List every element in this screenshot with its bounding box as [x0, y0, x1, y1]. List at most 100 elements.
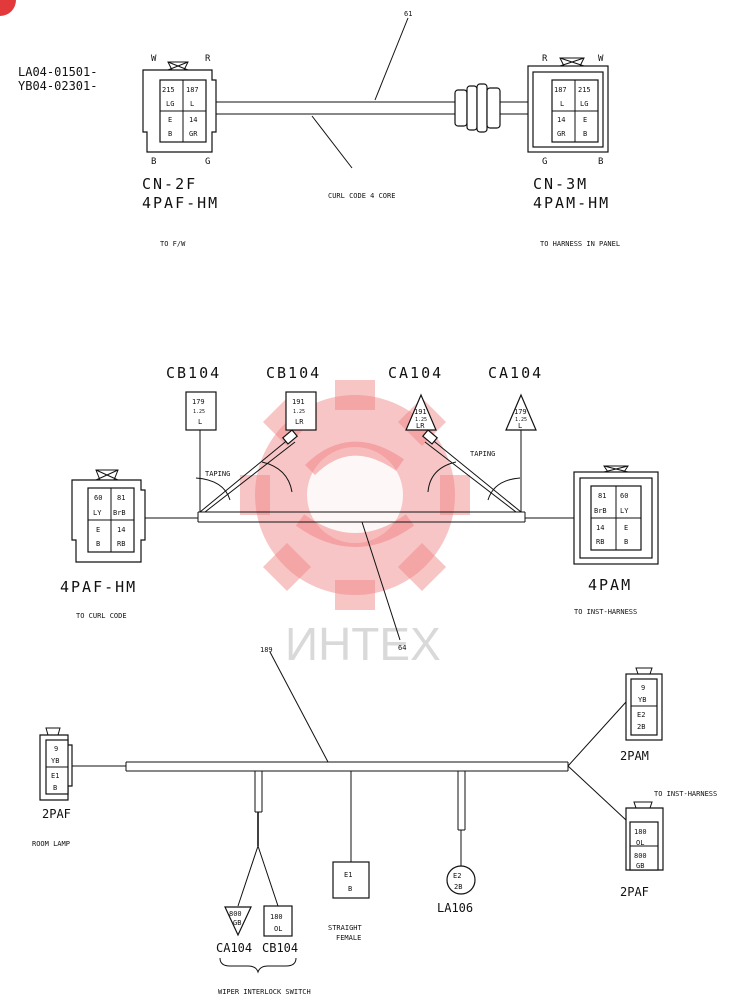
cell-number: 187	[186, 86, 199, 94]
cell-color: LY	[93, 509, 102, 517]
wire-number-189: 189	[260, 646, 273, 654]
cell-number: 81	[117, 494, 125, 502]
cn-3m-destination: TO HARNESS IN PANEL	[540, 240, 620, 248]
cell-number: E	[624, 524, 628, 532]
cell-number: E2	[637, 711, 645, 719]
cb104-wiper-terminal	[263, 905, 293, 937]
watermark-text: ИНТЕХ	[285, 618, 441, 670]
tap-size: 1.25	[193, 409, 205, 415]
tap-color: L	[198, 418, 202, 426]
cn-3m-top-right: W	[598, 54, 604, 64]
4pam-type: 4PAM	[588, 576, 632, 594]
cell-number: 215	[578, 86, 591, 94]
cell-number: 81	[598, 492, 606, 500]
cn-2f-top-right: R	[205, 54, 211, 64]
tap-label: CB104	[166, 364, 221, 382]
cell-number: E1	[51, 772, 59, 780]
part-code-1: LA04-01501-	[18, 65, 97, 79]
cell-color: B	[53, 784, 57, 792]
4paf-hm-type: 4PAF-HM	[60, 578, 137, 596]
cell-color: OL	[636, 839, 644, 847]
cell-number: 187	[554, 86, 567, 94]
cn-3m-connector	[527, 57, 609, 153]
cell-number: 180	[634, 828, 647, 836]
2paf-room-lamp-connector	[39, 727, 73, 801]
curl-cable	[216, 17, 528, 169]
ca104-color: GB	[233, 919, 241, 927]
cn-3m-bottom-left: G	[542, 157, 547, 167]
cn-2f-connector	[142, 61, 217, 153]
cn-3m-bottom-right: B	[598, 157, 603, 167]
taping-label-left: TAPING	[205, 470, 230, 478]
la106-ring-terminal	[446, 865, 476, 895]
cell-number: 800	[634, 852, 647, 860]
cn-3m-top-left: R	[542, 54, 548, 64]
cell-number: 14	[117, 526, 125, 534]
ca104-number: 800	[229, 910, 242, 918]
cell-number: E1	[344, 871, 352, 879]
tap-number: 191	[414, 408, 427, 416]
wiper-brace	[219, 957, 297, 974]
curl-code-label: CURL CODE 4 CORE	[328, 192, 395, 200]
cell-number: 14	[189, 116, 197, 124]
cell-color: YB	[51, 757, 59, 765]
cb104-male-terminal-lr	[285, 391, 317, 431]
harness-189	[72, 651, 627, 907]
wire-number-61: 61	[404, 10, 412, 18]
cell-color: BrB	[594, 507, 607, 515]
cell-color: 2B	[637, 723, 645, 731]
cell-color: L	[560, 100, 564, 108]
cell-color: GB	[636, 862, 644, 870]
cn-2f-bottom-right: G	[205, 157, 210, 167]
cell-color: L	[190, 100, 194, 108]
tap-color: LR	[416, 422, 425, 430]
cn-2f-top-left: W	[151, 54, 157, 64]
cell-number: 215	[162, 86, 175, 94]
cb104-label: CB104	[262, 941, 298, 955]
cell-number: 9	[54, 745, 58, 753]
cn-2f-type: 4PAF-HM	[142, 194, 219, 212]
cell-number: E	[168, 116, 172, 124]
cn-3m-type: 4PAM-HM	[533, 194, 610, 212]
la106-label: LA106	[437, 901, 473, 915]
cell-number: E2	[453, 872, 461, 880]
section-2: CB104 CB104 CA104 CA104 179 1.25 L 191 1…	[60, 364, 659, 652]
tap-size: 1.25	[293, 409, 305, 415]
part-code-2: YB04-02301-	[18, 79, 97, 93]
cell-color: YB	[638, 696, 646, 704]
cell-color: GR	[557, 130, 566, 138]
tap-size: 1.25	[415, 417, 427, 423]
2paf-left-type: 2PAF	[42, 807, 71, 821]
cell-color: BrB	[113, 509, 126, 517]
cell-number: 60	[94, 494, 102, 502]
cell-number: 14	[596, 524, 604, 532]
tap-color: L	[518, 422, 522, 430]
4pam-destination: TO INST-HARNESS	[574, 608, 637, 616]
cb104-color: OL	[274, 925, 282, 933]
cn-3m-name: CN-3M	[533, 175, 588, 193]
cb104-number: 180	[270, 913, 283, 921]
4paf-hm-connector	[71, 469, 146, 563]
cell-color: 2B	[454, 883, 462, 891]
cell-color: LG	[580, 100, 588, 108]
tap-label: CB104	[266, 364, 321, 382]
4pam-connector	[573, 465, 659, 565]
2paf-right-connector	[625, 801, 664, 871]
2pam-connector	[625, 667, 663, 741]
cn-2f-destination: TO F/W	[160, 240, 186, 248]
cell-color: B	[168, 130, 172, 138]
harness-64	[145, 429, 574, 641]
wire-number-64: 64	[398, 644, 406, 652]
cell-number: E	[583, 116, 587, 124]
cell-color: GR	[189, 130, 198, 138]
cell-color: RB	[117, 540, 125, 548]
tap-number: 179	[192, 398, 205, 406]
tap-color: LR	[295, 418, 304, 426]
inst-harness-label: TO INST-HARNESS	[654, 790, 717, 798]
room-lamp-label: ROOM LAMP	[32, 840, 70, 848]
cell-number: 14	[557, 116, 565, 124]
4paf-hm-destination: TO CURL CODE	[76, 612, 127, 620]
ca104-wiper-terminal	[224, 906, 252, 937]
tap-label: CA104	[388, 364, 443, 382]
cn-2f-bottom-left: B	[151, 157, 156, 167]
